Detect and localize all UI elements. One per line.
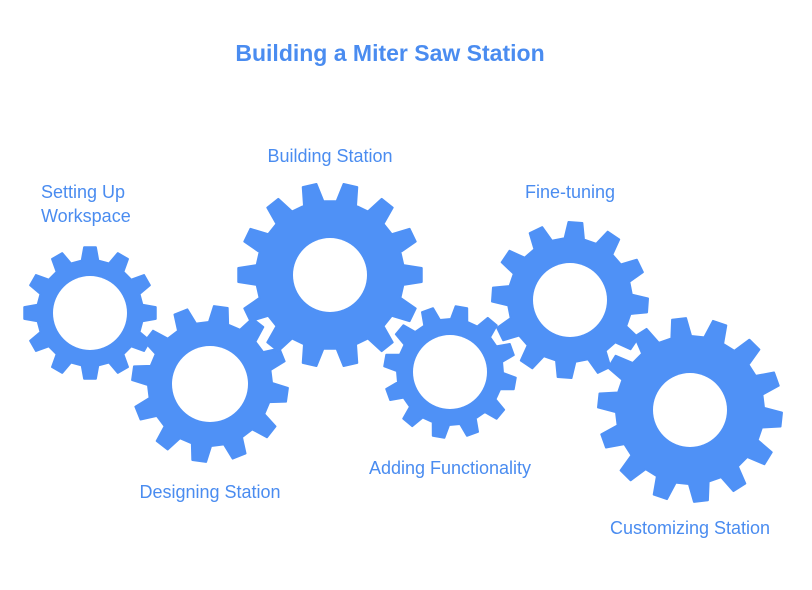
gear-hole (172, 346, 248, 422)
gear-adding-functionality (383, 305, 517, 439)
step-label-fine-tuning: Fine-tuning (524, 182, 616, 202)
step-label-adding-functionality: Adding Functionality (368, 458, 532, 478)
gear-hole (413, 335, 487, 409)
gear-fine-tuning (491, 221, 649, 379)
gear-hole (53, 276, 127, 350)
gear-hole (653, 373, 727, 447)
step-label-customizing-station: Customizing Station (609, 518, 771, 538)
gear-customizing-station (597, 317, 783, 503)
gear-hole (533, 263, 607, 337)
gear-designing-station (131, 305, 289, 463)
step-label-setting-up-workspace: Setting Up Workspace (41, 182, 131, 226)
gear-hole (293, 238, 367, 312)
step-label-designing-station: Designing Station (139, 482, 281, 502)
diagram-title: Building a Miter Saw Station (235, 40, 545, 66)
step-label-building-station: Building Station (267, 146, 393, 166)
gear-setting-up-workspace (23, 246, 157, 380)
gear-building-station (237, 183, 423, 367)
